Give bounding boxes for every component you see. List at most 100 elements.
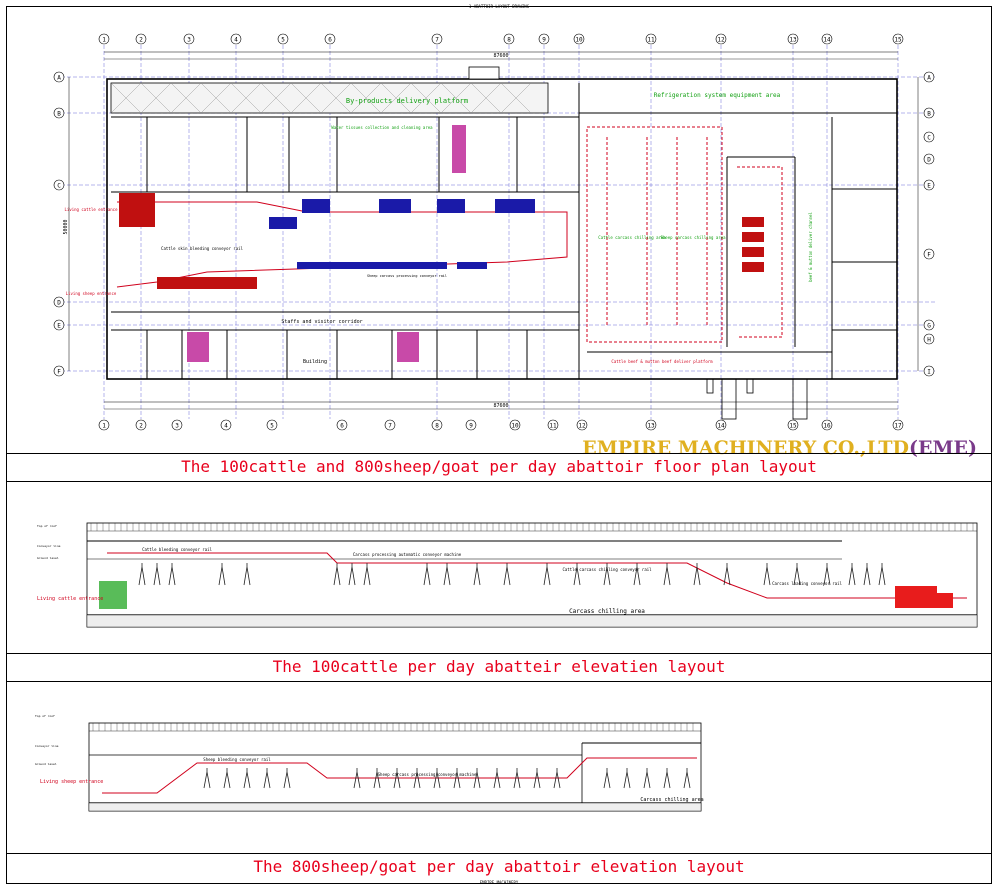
column-label-bottom-bubble [547,419,559,431]
row-label-right-bubble [923,153,935,165]
hanging-carcass [693,563,701,586]
column-label-top-bubble [573,33,585,45]
row-label-right: F [927,252,931,259]
column-label-top: 11 [647,37,655,44]
cattle-entrance-label: Living cattle entrance [65,207,119,212]
dimension-side: 50000 [63,219,69,234]
row-label-left: D [57,300,61,307]
hanging-carcass [443,563,451,586]
column-label-top-bubble [821,33,833,45]
column-label-bottom-bubble [465,419,477,431]
column-label-top: 6 [328,37,332,44]
hanging-carcass [373,768,381,789]
hanging-carcass [643,768,651,789]
hanging-carcass [513,768,521,789]
hanging-carcass [863,563,871,586]
row-label-right-bubble [923,107,935,119]
cattle-rail-4: Carcass loading conveyor rail [772,581,842,586]
column-label-bottom: 2 [139,423,143,430]
column-label-bottom-bubble [266,419,278,431]
hanging-carcass [763,563,771,586]
column-label-bottom-bubble [384,419,396,431]
column-label-bottom: 6 [340,423,344,430]
divider [7,481,991,482]
column-label-top: 15 [894,37,902,44]
divider [7,853,991,854]
row-label-left-bubble [53,179,65,191]
column-label-top-bubble [98,33,110,45]
water-treatment-label: Water tissues collection and cleaning ar… [331,125,433,130]
column-label-top: 8 [507,37,511,44]
sheep-chilling-label: Sheep carcass chilling area [660,235,726,240]
cattle-rail-1: Cattle bleeding conveyor rail [142,547,212,552]
cattle-level-roof: Top of roof [37,524,57,528]
column-label-bottom: 8 [435,423,439,430]
column-label-top-bubble [431,33,443,45]
row-label-left-bubble [53,319,65,331]
hanging-carcass [848,563,856,586]
building-label: Building [303,359,327,365]
column-label-top: 10 [575,37,583,44]
hanging-carcass [603,563,611,586]
sheep-level-ground: Ground level [35,762,57,766]
cattle-rail-2: Carcass processing automatic conveyor ma… [353,552,462,557]
row-label-right: E [927,183,931,190]
hanging-carcass [493,768,501,789]
column-label-top-bubble [183,33,195,45]
hanging-carcass [433,768,441,789]
column-label-bottom-bubble [98,419,110,431]
column-label-bottom-bubble [509,419,521,431]
column-label-bottom: 1 [102,423,106,430]
sheep-level-conveyor: Conveyor line [35,744,59,748]
column-label-top-bubble [715,33,727,45]
column-label-bottom-bubble [220,419,232,431]
row-label-left-bubble [53,296,65,308]
hanging-carcass [393,768,401,789]
sheep-level-roof: Top of roof [35,714,55,718]
column-label-bottom: 14 [717,423,725,430]
column-label-top-bubble [645,33,657,45]
column-label-bottom-bubble [135,419,147,431]
column-label-bottom-bubble [715,419,727,431]
hanging-carcass [683,768,691,789]
column-label-bottom-bubble [431,419,443,431]
column-label-bottom-bubble [576,419,588,431]
row-label-left-bubble [53,107,65,119]
column-label-top-bubble [230,33,242,45]
column-label-top: 13 [789,37,797,44]
cattle-rail-label: Cattle skin bleeding conveyor rail [161,246,243,251]
cattle-rail-3: Cattle carcass chilling conveyor rail [562,567,652,572]
row-label-right: I [927,369,931,376]
column-label-bottom: 4 [224,423,228,430]
row-label-right: B [927,111,931,118]
row-label-right: A [927,75,931,82]
column-label-bottom-bubble [787,419,799,431]
column-label-bottom: 13 [647,423,655,430]
hanging-carcass [168,563,176,586]
column-label-bottom-bubble [645,419,657,431]
column-label-top-bubble [892,33,904,45]
column-label-bottom-bubble [171,419,183,431]
row-label-right: C [927,135,931,142]
hanging-carcass [603,768,611,789]
row-grid [55,76,937,372]
column-label-bottom: 5 [270,423,274,430]
column-label-top: 5 [281,37,285,44]
hanging-carcass [793,563,801,586]
cattle-chilling-label: Cattle carcass chilling area [598,235,666,240]
hanging-carcass [543,563,551,586]
hanging-carcass [878,563,886,586]
column-label-top: 1 [102,37,106,44]
hanging-carcass [218,563,226,586]
row-label-left: B [57,111,61,118]
hanging-carcass [423,563,431,586]
sheep-rail-label: Sheep carcass processing conveyor rail [367,274,447,278]
platform-label: By-products delivery platform [346,97,468,105]
hanging-carcass [223,768,231,789]
cattle-level-ground: Ground level [37,556,59,560]
drawing-sheet: 1 ABATTOIR LAYOUT DRAWING [6,4,992,885]
hanging-carcass [473,563,481,586]
column-label-bottom: 10 [511,423,519,430]
